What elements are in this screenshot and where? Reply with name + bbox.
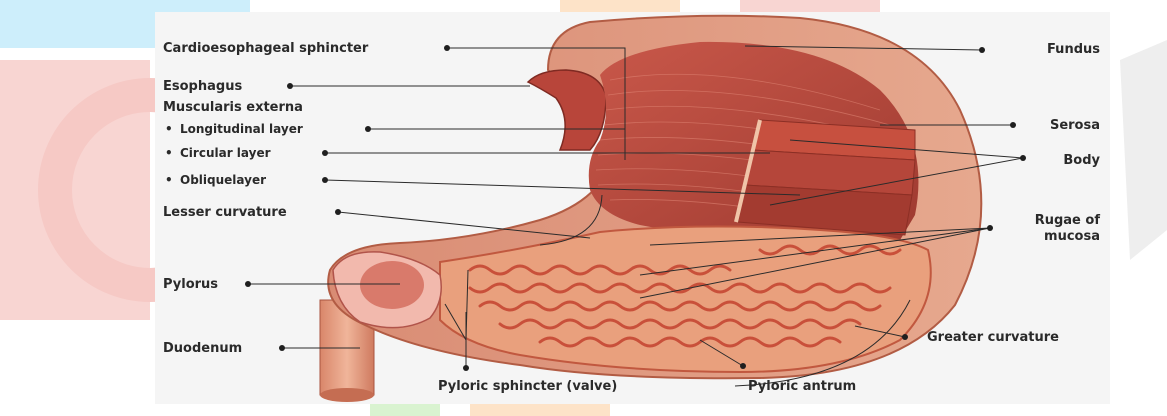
label-esophagus: Esophagus bbox=[163, 79, 242, 94]
label-longitudinal-layer: Longitudinal layer bbox=[180, 122, 303, 136]
label-muscularis-externa: Muscularis externa bbox=[163, 100, 303, 115]
label-pylorus: Pylorus bbox=[163, 277, 218, 292]
label-pyloric-antrum: Pyloric antrum bbox=[748, 379, 856, 394]
label-rugae-line2: mucosa bbox=[1044, 229, 1100, 244]
bullet-longitudinal: • bbox=[165, 122, 173, 136]
label-oblique-layer: Obliquelayer bbox=[180, 173, 266, 187]
label-lesser-curvature: Lesser curvature bbox=[163, 205, 287, 220]
esophagus-shape bbox=[528, 70, 606, 150]
label-pyloric-sphincter: Pyloric sphincter (valve) bbox=[438, 379, 617, 394]
label-circular-layer: Circular layer bbox=[180, 146, 271, 160]
label-serosa: Serosa bbox=[1050, 118, 1100, 133]
bullet-circular: • bbox=[165, 146, 173, 160]
bullet-oblique: • bbox=[165, 173, 173, 187]
label-greater-curvature: Greater curvature bbox=[927, 330, 1059, 345]
label-rugae-line1: Rugae of bbox=[1035, 213, 1101, 228]
label-fundus: Fundus bbox=[1047, 42, 1100, 57]
label-duodenum: Duodenum bbox=[163, 341, 242, 356]
label-cardioesophageal-sphincter: Cardioesophageal sphincter bbox=[163, 41, 369, 56]
label-body: Body bbox=[1063, 153, 1100, 168]
